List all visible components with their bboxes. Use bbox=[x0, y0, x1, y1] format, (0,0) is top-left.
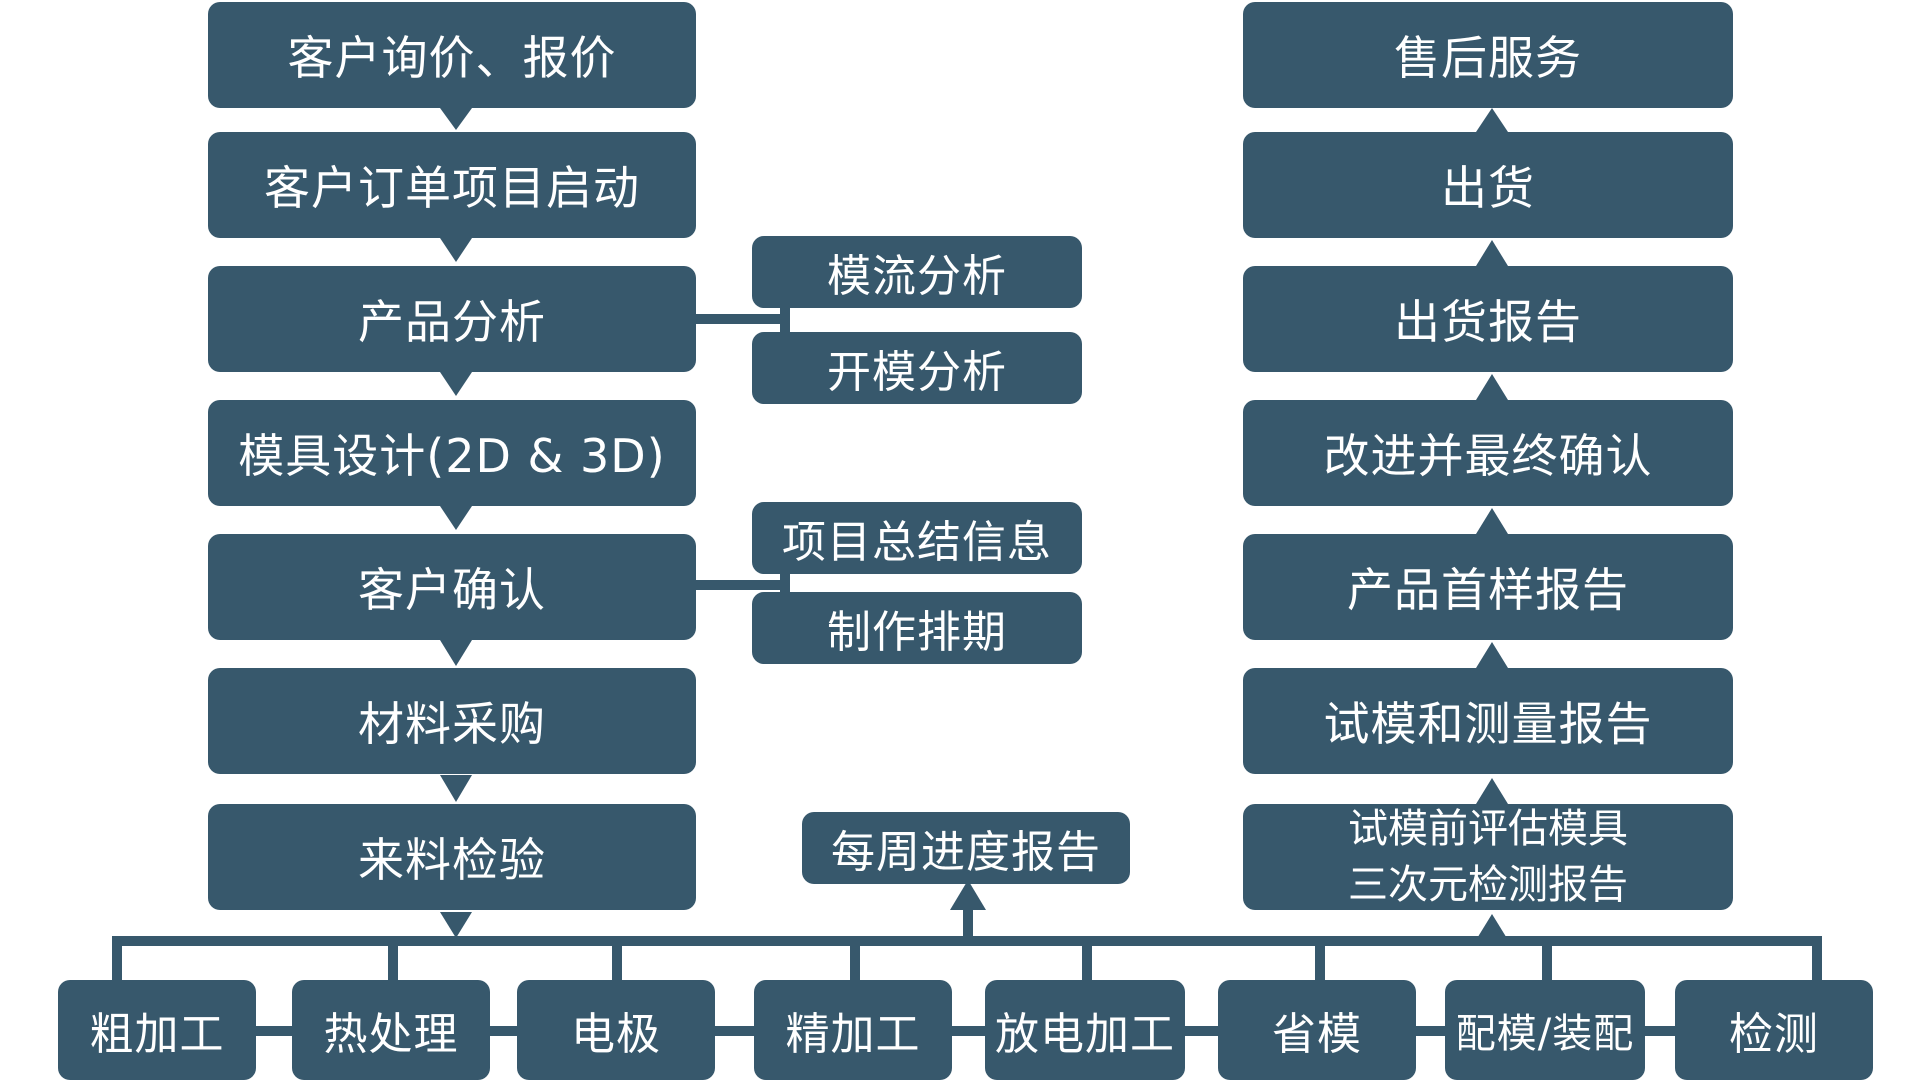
branch-h-2 bbox=[695, 580, 787, 590]
step-customer-confirm: 客户确认 bbox=[208, 534, 696, 640]
link-3 bbox=[712, 1026, 757, 1036]
arrow-down-2 bbox=[440, 238, 472, 262]
step-inquiry-quote: 客户询价、报价 bbox=[208, 2, 696, 108]
step-polishing: 省模 bbox=[1218, 980, 1416, 1080]
step-after-sales: 售后服务 bbox=[1243, 2, 1733, 108]
branch-v-1 bbox=[780, 280, 790, 336]
arrow-down-5 bbox=[440, 640, 472, 666]
step-edm: 放电加工 bbox=[985, 980, 1185, 1080]
arrow-up-weekly bbox=[950, 880, 986, 910]
step-fitting-assembly: 配模/装配 bbox=[1445, 980, 1645, 1080]
link-1 bbox=[250, 1026, 295, 1036]
cmm-report-line-1: 试模前评估模具 bbox=[1348, 806, 1628, 852]
step-electrode: 电极 bbox=[517, 980, 715, 1080]
step-final-confirm: 改进并最终确认 bbox=[1243, 400, 1733, 506]
drop-4 bbox=[850, 936, 860, 980]
link-2 bbox=[485, 1026, 520, 1036]
drop-6 bbox=[1315, 936, 1325, 980]
arrow-up-2 bbox=[1476, 240, 1508, 266]
step-order-start: 客户订单项目启动 bbox=[208, 132, 696, 238]
link-4 bbox=[947, 1026, 987, 1036]
step-mold-design: 模具设计(2D & 3D) bbox=[208, 400, 696, 506]
drop-7 bbox=[1542, 936, 1552, 980]
drop-1 bbox=[112, 936, 122, 980]
cmm-report-line-2: 三次元检测报告 bbox=[1348, 862, 1628, 908]
link-6 bbox=[1410, 1026, 1448, 1036]
bottom-bus bbox=[112, 936, 1822, 946]
arrow-up-6 bbox=[1476, 778, 1508, 804]
arrow-up-5 bbox=[1476, 642, 1508, 668]
step-rough-machining: 粗加工 bbox=[58, 980, 256, 1080]
drop-3 bbox=[612, 936, 622, 980]
branch-v-2 bbox=[780, 546, 790, 602]
drop-2 bbox=[388, 936, 398, 980]
step-weekly-report: 每周进度报告 bbox=[802, 812, 1130, 884]
arrow-up-7 bbox=[1476, 914, 1508, 940]
step-project-summary: 项目总结信息 bbox=[752, 502, 1082, 574]
step-finish-machining: 精加工 bbox=[754, 980, 952, 1080]
arrow-down-1 bbox=[440, 108, 472, 130]
link-5 bbox=[1182, 1026, 1220, 1036]
branch-h-1 bbox=[695, 314, 787, 324]
drop-8 bbox=[1812, 936, 1822, 980]
arrow-down-6 bbox=[440, 775, 472, 802]
step-mold-opening-analysis: 开模分析 bbox=[752, 332, 1082, 404]
step-shipment-report: 出货报告 bbox=[1243, 266, 1733, 372]
step-product-analysis: 产品分析 bbox=[208, 266, 696, 372]
step-heat-treatment: 热处理 bbox=[292, 980, 490, 1080]
step-trial-measure-report: 试模和测量报告 bbox=[1243, 668, 1733, 774]
step-inspection: 检测 bbox=[1675, 980, 1873, 1080]
step-first-sample-report: 产品首样报告 bbox=[1243, 534, 1733, 640]
drop-5 bbox=[1082, 936, 1092, 980]
arrow-up-4 bbox=[1476, 508, 1508, 534]
arrow-up-3 bbox=[1476, 374, 1508, 400]
arrow-down-3 bbox=[440, 372, 472, 396]
step-cmm-report: 试模前评估模具 三次元检测报告 bbox=[1243, 804, 1733, 910]
arrow-up-1 bbox=[1476, 108, 1508, 132]
arrow-down-4 bbox=[440, 506, 472, 530]
weekly-stem bbox=[963, 905, 973, 941]
step-incoming-inspection: 来料检验 bbox=[208, 804, 696, 910]
step-mold-flow-analysis: 模流分析 bbox=[752, 236, 1082, 308]
link-7 bbox=[1640, 1026, 1678, 1036]
arrow-down-7 bbox=[440, 912, 472, 938]
step-material-purchase: 材料采购 bbox=[208, 668, 696, 774]
step-shipment: 出货 bbox=[1243, 132, 1733, 238]
step-production-schedule: 制作排期 bbox=[752, 592, 1082, 664]
